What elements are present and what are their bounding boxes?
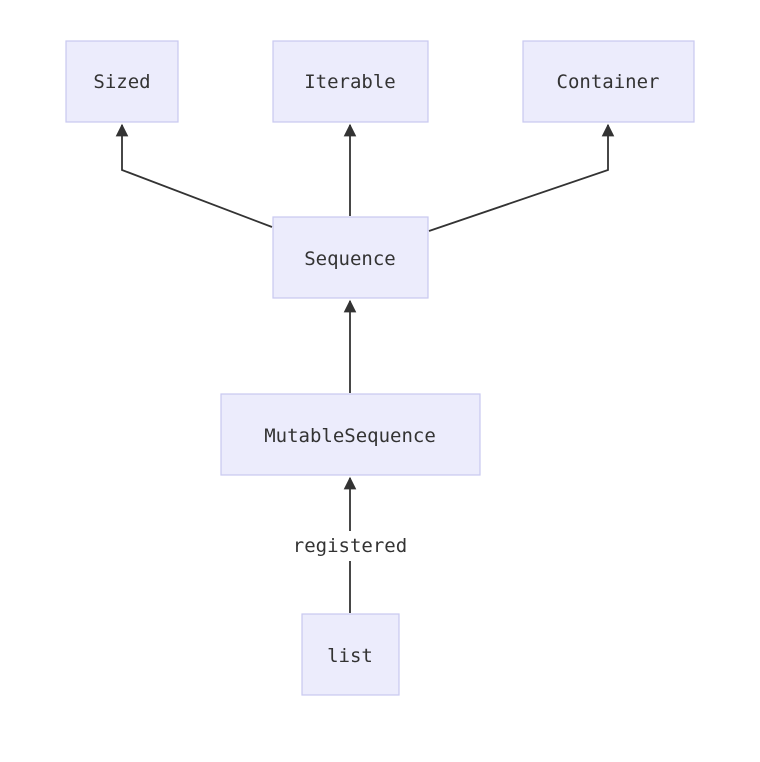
- edge-label-registered: registered: [274, 531, 426, 561]
- node-iterable-label: Iterable: [304, 71, 396, 93]
- node-container-label: Container: [557, 71, 660, 93]
- node-sized-label: Sized: [93, 71, 150, 93]
- nodes-layer: Sized Iterable Container Sequence Mutabl…: [65, 40, 695, 696]
- node-iterable[interactable]: Iterable: [272, 40, 429, 123]
- node-list-label: list: [327, 645, 373, 667]
- node-mutablesequence[interactable]: MutableSequence: [220, 393, 481, 476]
- edges-layer: registered: [115, 123, 615, 613]
- node-sequence-label: Sequence: [304, 248, 396, 270]
- edge-sequence-to-sized: [115, 123, 273, 228]
- edge-sequence-to-container: [428, 123, 615, 232]
- node-sized[interactable]: Sized: [65, 40, 179, 123]
- node-container[interactable]: Container: [522, 40, 695, 123]
- edge-label-registered-text: registered: [293, 535, 407, 557]
- node-mutablesequence-label: MutableSequence: [264, 425, 436, 447]
- node-list[interactable]: list: [301, 613, 400, 696]
- node-sequence[interactable]: Sequence: [272, 216, 429, 299]
